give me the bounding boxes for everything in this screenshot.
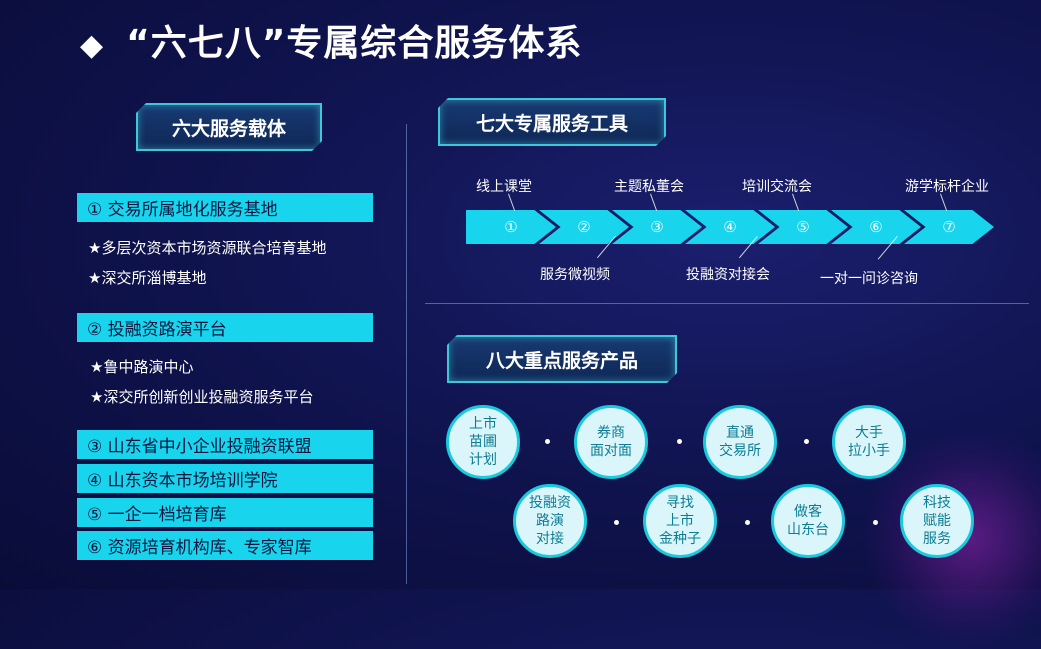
product-circle-6: 寻找 上市 金种子 (643, 484, 717, 558)
tools-section-heading: 七大专属服务工具 (438, 98, 666, 146)
tool-label-6: 一对一问诊咨询 (820, 271, 918, 287)
separator-dot (677, 439, 682, 444)
tool-connector-7 (940, 193, 948, 211)
carrier-item-2: ② 投融资路演平台 (77, 313, 373, 342)
product-circle-2: 券商 面对面 (574, 405, 648, 479)
product-circle-8: 科技 赋能 服务 (900, 484, 974, 558)
carrier-section-heading: 六大服务载体 (136, 103, 322, 151)
carrier-sub-2: ★深交所淄博基地 (88, 269, 207, 287)
product-circle-1: 上市 苗圃 计划 (446, 405, 520, 479)
separator-dot (745, 520, 750, 525)
product-circle-5: 投融资 路演 对接 (513, 484, 587, 558)
separator-dot (614, 520, 619, 525)
tool-connector-1 (508, 193, 516, 211)
tool-label-5: 培训交流会 (742, 179, 812, 195)
carrier-item-5: ⑤ 一企一档培育库 (77, 498, 373, 527)
carrier-item-4: ④ 山东资本市场培训学院 (77, 464, 373, 493)
vertical-divider (406, 124, 407, 584)
separator-dot (545, 439, 550, 444)
tool-label-3: 主题私董会 (614, 179, 684, 195)
page-title: ◆ “六七八”专属综合服务体系 (80, 14, 582, 66)
tool-step-5: ⑤ (758, 210, 848, 244)
tool-connector-3 (650, 193, 658, 211)
tool-label-2: 服务微视频 (540, 267, 610, 283)
carrier-sub-4: ★深交所创新创业投融资服务平台 (90, 388, 314, 406)
product-circle-3: 直通 交易所 (703, 405, 777, 479)
carrier-item-3: ③ 山东省中小企业投融资联盟 (77, 430, 373, 459)
tool-connector-5 (792, 193, 800, 211)
product-circle-7: 做客 山东台 (771, 484, 845, 558)
page-title-text: “六七八”专属综合服务体系 (126, 23, 583, 64)
separator-dot (804, 439, 809, 444)
tool-step-1: ① (466, 210, 556, 244)
horizontal-divider (425, 303, 1029, 304)
tool-label-4: 投融资对接会 (686, 267, 770, 283)
tool-label-1: 线上课堂 (476, 179, 532, 195)
carrier-item-1: ① 交易所属地化服务基地 (77, 193, 373, 222)
carrier-sub-1: ★多层次资本市场资源联合培育基地 (88, 239, 327, 257)
carrier-item-6: ⑥ 资源培育机构库、专家智库 (77, 531, 373, 560)
tool-label-7: 游学标杆企业 (905, 179, 989, 195)
diamond-bullet-icon: ◆ (80, 28, 105, 63)
carrier-sub-3: ★鲁中路演中心 (90, 358, 194, 376)
products-section-heading: 八大重点服务产品 (447, 335, 677, 383)
separator-dot (873, 520, 878, 525)
product-circle-4: 大手 拉小手 (832, 405, 906, 479)
